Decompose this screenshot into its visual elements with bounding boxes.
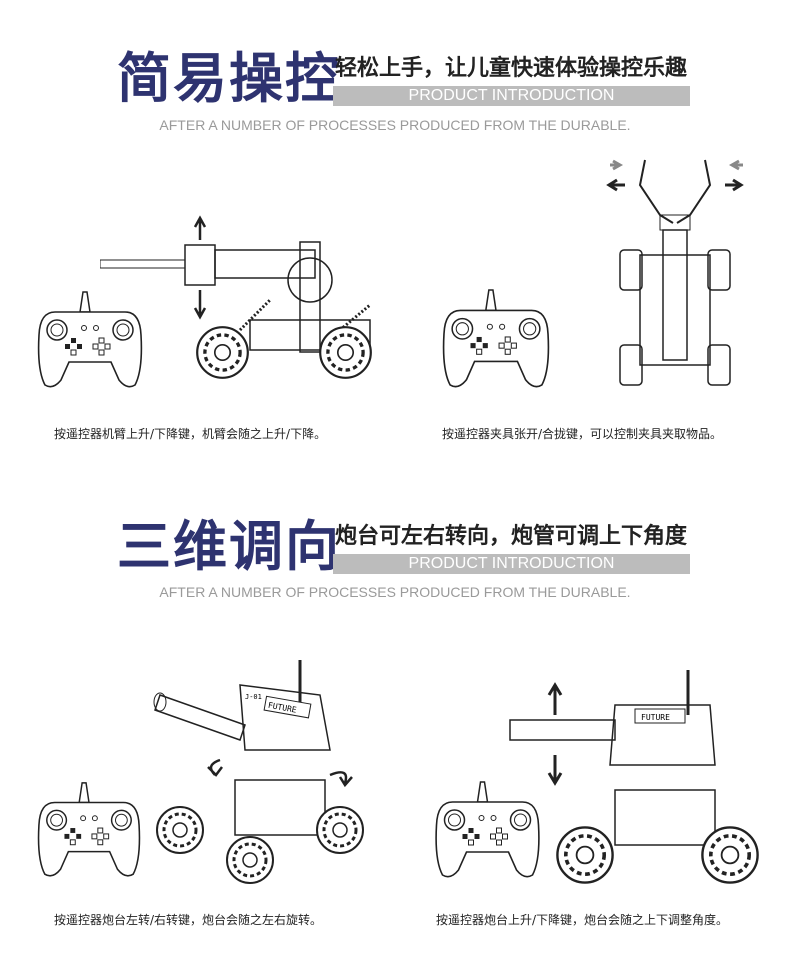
section2-title: 三维调向 — [117, 515, 341, 578]
section2-bar: PRODUCT INTRODUCTION — [333, 554, 690, 574]
gripper-robot-illustration — [606, 159, 744, 386]
section1-english: AFTER A NUMBER OF PROCESSES PRODUCED FRO… — [159, 117, 631, 133]
section2-subtitle: 炮台可左右转向，炮管可调上下角度 — [335, 524, 688, 549]
turret-rotate-illustration: FUTURE J-01 — [153, 660, 365, 885]
section1-bar: PRODUCT INTRODUCTION — [333, 86, 690, 106]
caption-elevate: 按遥控器炮台上升/下降键，炮台会随之上下调整角度。 — [436, 913, 729, 927]
model-label: J-01 — [245, 693, 262, 701]
remote-controller-icon — [437, 288, 555, 390]
section2-english: AFTER A NUMBER OF PROCESSES PRODUCED FRO… — [159, 584, 631, 600]
caption-arm: 按遥控器机臂上升/下降键，机臂会随之上升/下降。 — [54, 427, 327, 441]
caption-rotate: 按遥控器炮台左转/右转键，炮台会随之左右旋转。 — [54, 913, 323, 927]
caption-gripper: 按遥控器夹具张开/合拢键，可以控制夹具夹取物品。 — [442, 427, 723, 441]
remote-controller-icon — [35, 780, 143, 880]
future-label: FUTURE — [641, 713, 670, 722]
turret-elevate-illustration: FUTURE — [509, 670, 760, 885]
section1-subtitle: 轻松上手，让儿童快速体验操控乐趣 — [335, 56, 688, 81]
section1-title: 简易操控 — [117, 47, 341, 110]
robot-arm-illustration — [100, 215, 373, 380]
